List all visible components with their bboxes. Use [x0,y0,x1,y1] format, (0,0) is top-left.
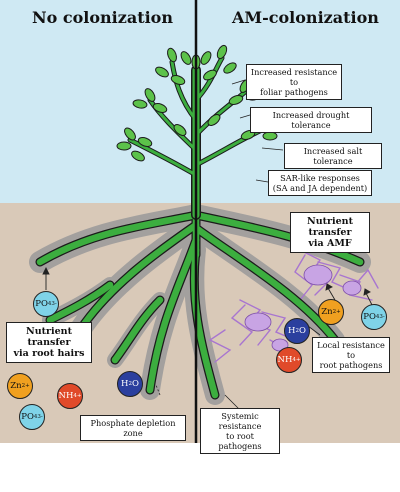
title-no-colonization: No colonization [32,8,173,27]
benefit-salt-tolerance: Increased salt tolerance [284,143,382,169]
root-system [35,200,365,400]
benefit-sar-responses: SAR-like responses (SA and JA dependent) [268,170,372,196]
amf-vesicles [244,264,362,352]
nutrient-arrows [42,266,373,306]
leaves [116,44,278,162]
benefit-drought-tolerance: Increased drought tolerance [250,107,372,133]
label-local-resistance: Local resistance to root pathogens [312,337,390,373]
benefit-foliar-pathogens: Increased resistance to foliar pathogens [246,64,342,100]
label-nutrient-transfer-amf: Nutrient transfer via AMF [290,212,370,253]
label-nutrient-transfer-root-hairs: Nutrient transfer via root hairs [6,322,92,363]
label-systemic-resistance: Systemic resistance to root pathogens [200,408,280,454]
title-am-colonization: AM-colonization [232,8,379,27]
label-phosphate-depletion-zone: Phosphate depletion zone [80,415,186,441]
